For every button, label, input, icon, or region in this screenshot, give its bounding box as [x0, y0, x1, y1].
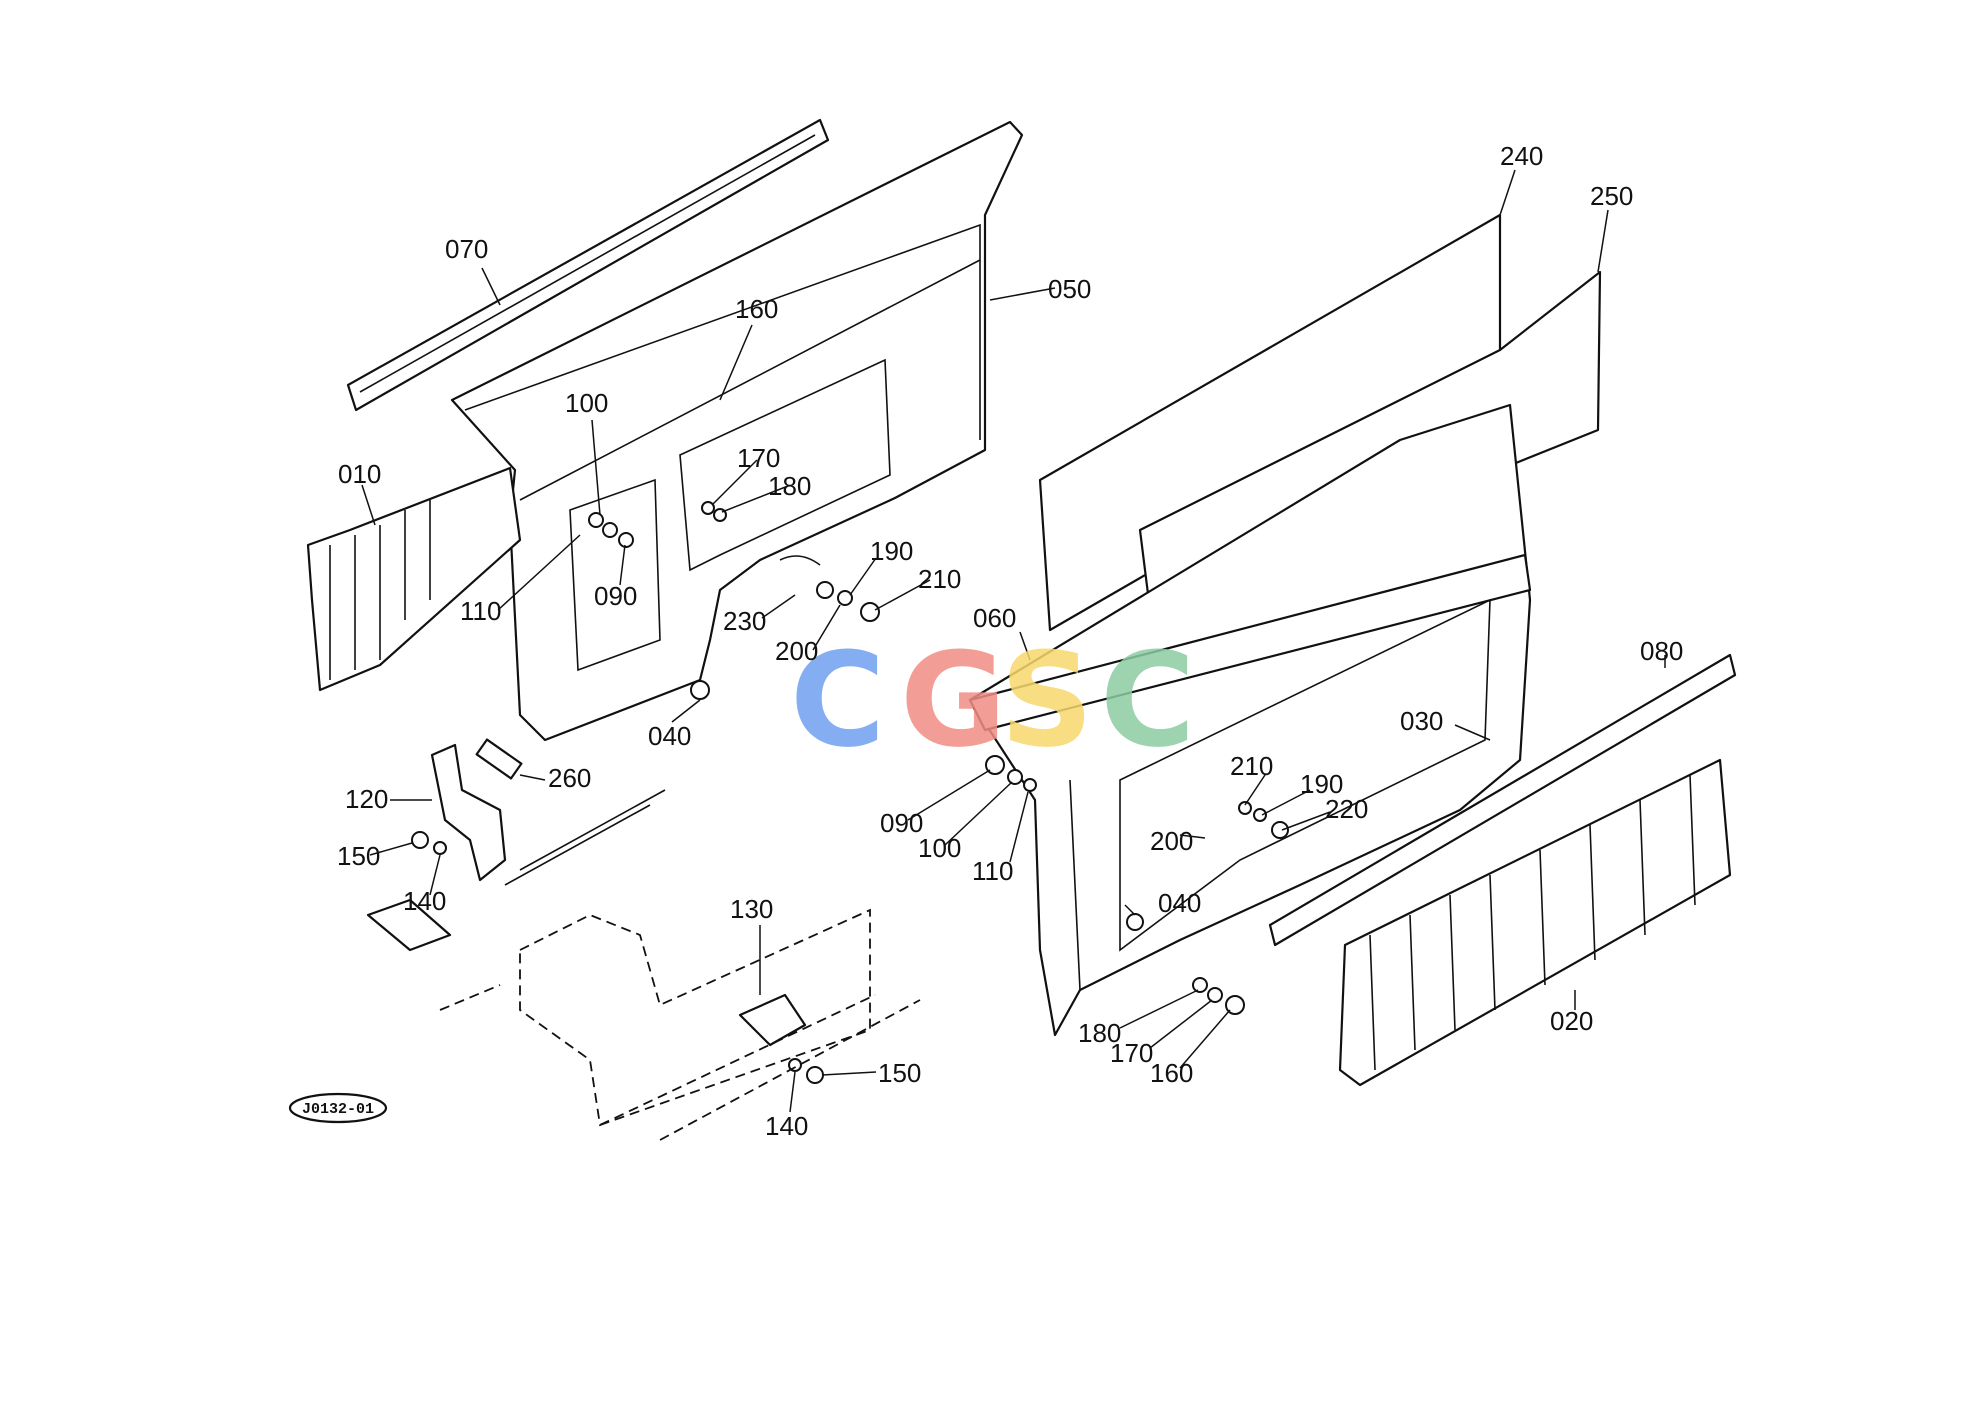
callout-040-right: 040 [1158, 888, 1201, 918]
part-050-window-right [679, 358, 891, 572]
callout-170-right: 170 [1110, 1038, 1153, 1068]
callout-240: 240 [1500, 141, 1543, 171]
callout-150-bottom: 150 [878, 1058, 921, 1088]
leader-lines [361, 169, 1666, 1113]
callout-130: 130 [730, 894, 773, 924]
callout-labels: 070 050 160 100 170 180 010 110 090 190 … [337, 141, 1683, 1141]
watermark-letter-g: G [900, 624, 1007, 776]
part-080-side-strip [1268, 653, 1737, 947]
callout-100-right: 100 [918, 833, 961, 863]
callout-140-bottom: 140 [765, 1111, 808, 1141]
callout-250: 250 [1590, 181, 1633, 211]
callout-210-right: 210 [1230, 751, 1273, 781]
part-060-door-frame [968, 553, 1532, 732]
callout-010: 010 [338, 459, 381, 489]
callout-170: 170 [737, 443, 780, 473]
part-120-bracket [430, 743, 507, 882]
part-050-window-left [569, 478, 661, 672]
watermark-letter-s: S [1000, 624, 1094, 776]
callout-090-right: 090 [880, 808, 923, 838]
diagram-reference-badge: J0132-01 [288, 1092, 388, 1124]
callout-230: 230 [723, 606, 766, 636]
callout-070: 070 [445, 234, 488, 264]
callout-030: 030 [1400, 706, 1443, 736]
callout-210: 210 [918, 564, 961, 594]
frame-outline [519, 908, 871, 1127]
callout-090: 090 [594, 581, 637, 611]
part-040-bolt [690, 680, 710, 700]
watermark: C G S C [790, 624, 1195, 776]
part-030-door-panel [968, 403, 1532, 1037]
part-030-window [1119, 598, 1491, 952]
callout-020: 020 [1550, 1006, 1593, 1036]
callout-180: 180 [768, 471, 811, 501]
part-050-door-panel [450, 120, 1024, 742]
callout-180-right: 180 [1078, 1018, 1121, 1048]
lower-brackets [366, 738, 921, 1141]
callout-260: 260 [548, 763, 591, 793]
callout-040: 040 [648, 721, 691, 751]
part-260-pad [475, 738, 523, 780]
callout-150: 150 [337, 841, 380, 871]
callout-200-right: 200 [1150, 826, 1193, 856]
left-door-assembly [306, 118, 1024, 742]
callout-060: 060 [973, 603, 1016, 633]
part-130-hinge [738, 993, 807, 1047]
callout-160-right: 160 [1150, 1058, 1193, 1088]
callout-110: 110 [460, 596, 501, 626]
callout-190-right: 190 [1300, 769, 1343, 799]
callout-190: 190 [870, 536, 913, 566]
callout-160: 160 [735, 294, 778, 324]
callout-140: 140 [403, 886, 446, 916]
callout-220: 220 [1325, 794, 1368, 824]
part-010-trim [306, 466, 522, 692]
callout-080: 080 [1640, 636, 1683, 666]
part-070-weather-strip [346, 118, 830, 412]
callout-110-right: 110 [972, 856, 1013, 886]
callout-050: 050 [1048, 274, 1091, 304]
watermark-letter-c-2: C [1100, 624, 1195, 776]
callout-200: 200 [775, 636, 818, 666]
callout-100: 100 [565, 388, 608, 418]
diagram-reference-text: J0132-01 [302, 1101, 374, 1118]
watermark-letter-c: C [790, 624, 885, 776]
callout-120: 120 [345, 784, 388, 814]
right-door-assembly [968, 213, 1737, 1087]
